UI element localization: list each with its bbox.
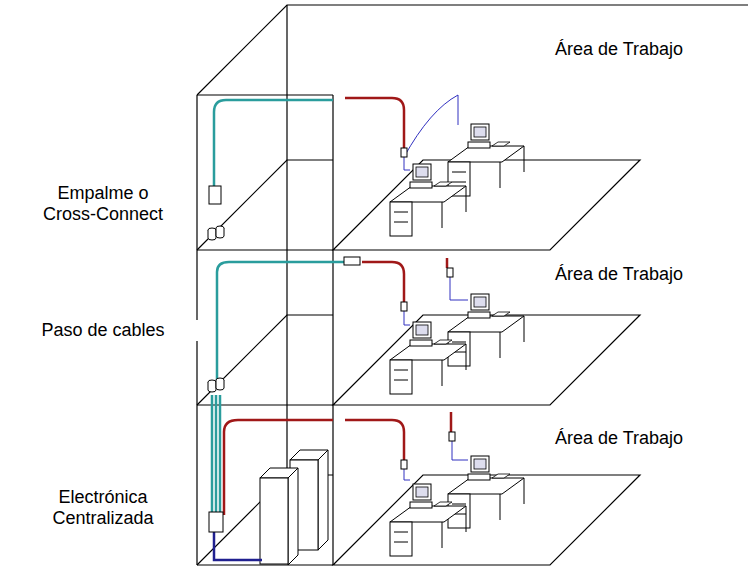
area-label: Área de Trabajo <box>555 428 740 449</box>
area-label: Área de Trabajo <box>555 39 740 60</box>
section-label: Paso de cables <box>8 320 198 341</box>
section-label: Empalme o Cross-Connect <box>38 183 168 225</box>
area-label: Área de Trabajo <box>555 264 740 285</box>
section-label: Electrónica Centralizada <box>38 487 168 529</box>
